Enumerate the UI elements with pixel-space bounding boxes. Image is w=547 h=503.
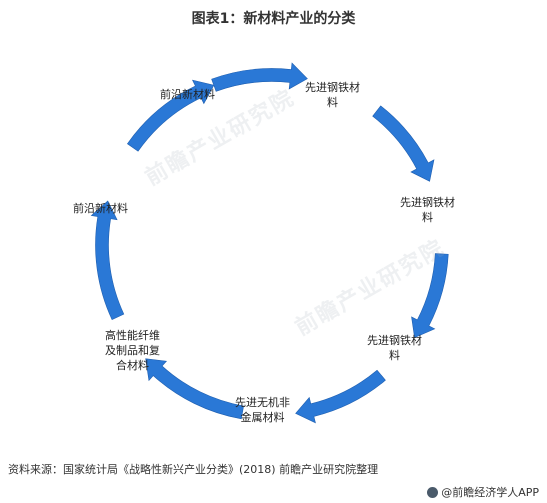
node-top-line-1: 前沿新材料 [160, 88, 215, 101]
brand-logo-icon [427, 486, 439, 498]
footer-brand: @前瞻经济学人APP [427, 484, 539, 500]
node-lower-left-line-1: 高性能纤维 [105, 329, 160, 342]
node-left-line-1: 前沿新材料 [73, 202, 128, 215]
node-upper-right: 先进钢铁材 料 [305, 80, 360, 110]
node-bottom-line-1: 先进无机非 [235, 396, 290, 409]
node-lower-right-line-2: 料 [389, 349, 400, 362]
source-note: 资料来源：国家统计局《战略性新兴产业分类》(2018) 前瞻产业研究院整理 [8, 463, 379, 476]
node-right-line-1: 先进钢铁材 [400, 196, 455, 209]
node-lower-left-line-2: 及制品和复 [105, 344, 160, 357]
node-right: 先进钢铁材 料 [400, 195, 455, 225]
node-right-line-2: 料 [422, 211, 433, 224]
node-lower-right-line-1: 先进钢铁材 [367, 334, 422, 347]
cycle-arrow-5 [145, 358, 244, 420]
node-bottom-line-2: 金属材料 [240, 411, 285, 424]
cycle-arrow-4 [295, 369, 386, 424]
cycle-arrow-1 [211, 62, 308, 92]
node-lower-left: 高性能纤维 及制品和复 合材料 [105, 328, 160, 373]
cycle-arrow-7 [127, 79, 215, 152]
diagram-title: 图表1：新材料产业的分类 [191, 11, 356, 27]
node-top: 前沿新材料 [160, 87, 215, 102]
node-bottom: 先进无机非 金属材料 [235, 395, 290, 425]
cycle-arrow-6 [90, 200, 125, 320]
node-left: 前沿新材料 [73, 201, 128, 216]
cycle-arrow-2 [372, 105, 435, 182]
node-lower-left-line-3: 合材料 [116, 359, 149, 372]
cycle-arrow-3 [411, 253, 449, 339]
node-upper-right-line-2: 料 [327, 96, 338, 109]
node-lower-right: 先进钢铁材 料 [367, 333, 422, 363]
node-upper-right-line-1: 先进钢铁材 [305, 81, 360, 94]
footer-text: @前瞻经济学人APP [441, 486, 539, 499]
